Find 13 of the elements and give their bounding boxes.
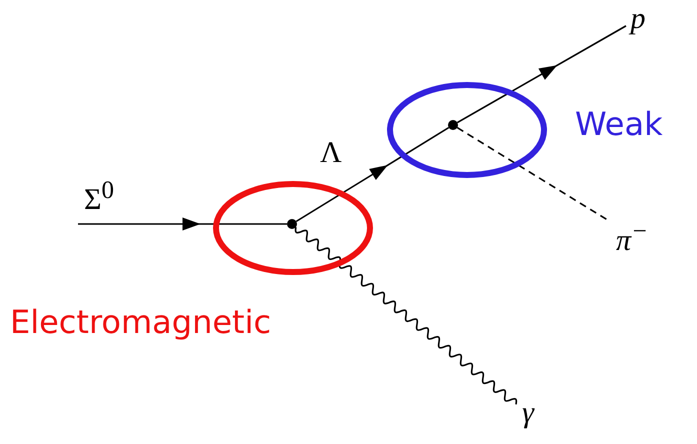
- arrow: [78, 218, 287, 230]
- particle-label: π$^{−}$: [610, 218, 654, 252]
- particle-label: p: [626, 2, 650, 36]
- edge-label: Σ$^{0}$: [84, 178, 114, 215]
- vertex-dot: [287, 219, 297, 229]
- interaction-label: Electromagnetic: [10, 306, 272, 338]
- arrow: [456, 25, 626, 124]
- arrow: [296, 126, 450, 222]
- particle-label: γ: [516, 396, 540, 432]
- vertex-dot: [448, 120, 458, 130]
- wavy-line: [294, 226, 518, 405]
- interaction-label: Weak: [575, 108, 663, 140]
- edge-label: Λ: [320, 138, 342, 168]
